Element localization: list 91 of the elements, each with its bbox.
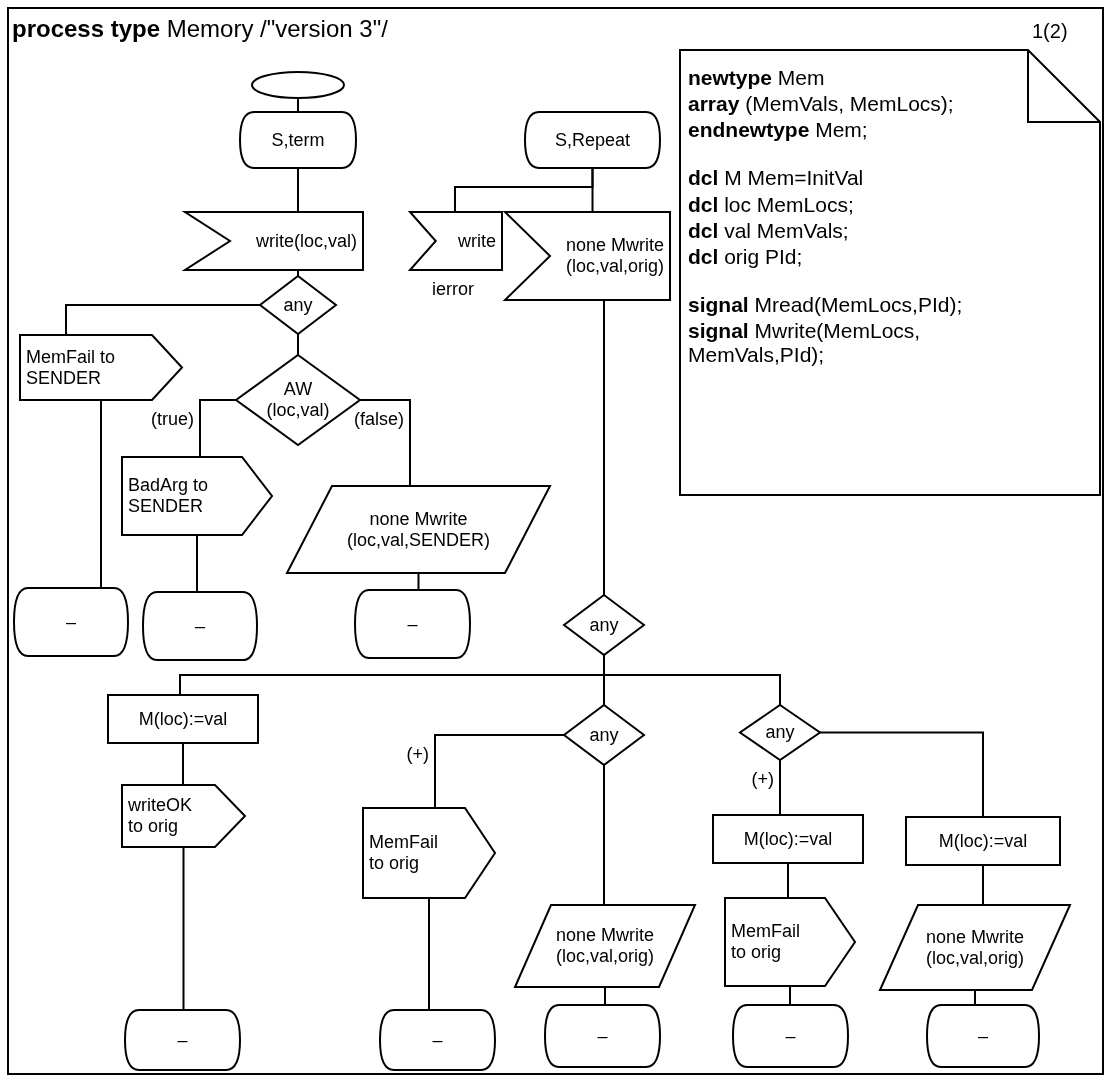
symbol-label: M(loc):=val [138, 708, 228, 730]
flow-line [65, 304, 261, 336]
declaration-text: dcl orig PId; [688, 244, 804, 269]
state-symbol [380, 1010, 495, 1070]
symbol-label: – [407, 613, 418, 635]
symbol-label: none Mwrite (loc,val,SENDER) [347, 508, 490, 551]
decision-diamond [564, 595, 644, 655]
input-signal-symbol [410, 212, 502, 270]
symbol-label: write(loc,val) [256, 230, 357, 252]
symbol-label: MemFail to orig [731, 921, 801, 963]
flow-line [199, 399, 237, 458]
start-ellipse [252, 72, 344, 98]
task-box [108, 695, 258, 743]
state-symbol [927, 1005, 1039, 1067]
symbol-label: S,Repeat [554, 129, 631, 151]
edge-label: (+) [751, 770, 774, 790]
edge-label: (+) [406, 745, 429, 765]
symbol-label: – [597, 1025, 608, 1047]
symbol-label: none Mwrite (loc,val,orig) [926, 926, 1024, 969]
edge-label: (true) [151, 410, 194, 430]
symbol-label: any [589, 724, 619, 746]
output-signal-symbol [20, 335, 182, 400]
decision-diamond [564, 705, 644, 765]
flow-line [428, 897, 430, 1011]
declaration-text: dcl loc MemLocs; [688, 192, 855, 217]
symbol-label: BadArg to SENDER [128, 475, 210, 517]
flow-line [779, 759, 781, 816]
declaration-text: array (MemVals, MemLocs); [688, 92, 955, 117]
input-signal-symbol [505, 212, 670, 300]
flow-line [196, 534, 198, 593]
symbol-label: M(loc):=val [938, 830, 1028, 852]
state-symbol [545, 1005, 660, 1067]
flow-line [591, 167, 594, 213]
declaration-text: dcl M Mem=InitVal [688, 166, 865, 191]
symbol-label: write [458, 230, 496, 252]
declaration-text: signal Mread(MemLocs,PId); [688, 293, 964, 318]
decision-diamond [740, 705, 820, 760]
state-symbol [14, 588, 128, 656]
declaration-text: endnewtype Mem; [688, 118, 869, 143]
declaration-text: signal Mwrite(MemLocs, MemVals,PId); [688, 319, 922, 368]
symbol-label: any [283, 294, 313, 316]
flow-line [100, 399, 102, 589]
flow-line [819, 731, 984, 818]
flow-line [297, 333, 299, 356]
state-symbol [525, 112, 660, 168]
symbol-label: any [589, 614, 619, 636]
symbol-label: – [66, 611, 76, 633]
symbol-label: AW (loc,val) [266, 379, 330, 421]
flow-line [182, 742, 184, 786]
symbol-label: – [432, 1029, 443, 1051]
decision-diamond [260, 276, 336, 334]
state-symbol [143, 592, 257, 660]
task-box [713, 815, 863, 863]
flow-line [789, 985, 791, 1006]
output-signal-symbol [880, 905, 1070, 990]
flow-line [603, 764, 605, 906]
flow-line [182, 846, 185, 1011]
flow-line [434, 734, 565, 809]
output-signal-symbol [515, 905, 695, 987]
output-signal-symbol [287, 486, 550, 573]
flow-line [359, 399, 411, 487]
output-signal-symbol [725, 898, 855, 986]
output-signal-symbol [363, 808, 495, 898]
symbol-label: any [765, 722, 795, 743]
symbol-label: none Mwrite (loc,val,orig) [556, 925, 654, 967]
edge-label: (false) [354, 410, 404, 430]
declaration-text: dcl val MemVals; [688, 218, 850, 243]
output-signal-symbol [122, 457, 272, 535]
symbol-label: – [785, 1025, 796, 1047]
text-symbol [680, 50, 1100, 495]
state-symbol [733, 1005, 848, 1067]
task-box [906, 817, 1060, 865]
symbol-label: – [177, 1029, 188, 1051]
state-symbol [240, 112, 356, 168]
flow-line [787, 862, 789, 899]
state-symbol [355, 590, 470, 658]
symbol-label: S,term [271, 129, 325, 151]
symbol-label: MemFail to SENDER [26, 346, 116, 389]
flow-line [603, 299, 605, 596]
symbol-label: MemFail to orig [369, 832, 439, 874]
symbol-label: M(loc):=val [743, 828, 833, 850]
symbol-label: – [195, 615, 205, 637]
flow-line [297, 167, 299, 213]
flow-line [982, 864, 984, 906]
symbol-label: writeOK to orig [128, 795, 193, 837]
symbol-label: none Mwrite (loc,val,orig) [565, 235, 664, 277]
state-symbol [125, 1010, 240, 1070]
output-signal-symbol [122, 785, 245, 847]
symbol-label: – [978, 1025, 988, 1047]
page-number: 1(2) [1032, 20, 1068, 42]
declaration-text: newtype Mem [688, 66, 826, 91]
